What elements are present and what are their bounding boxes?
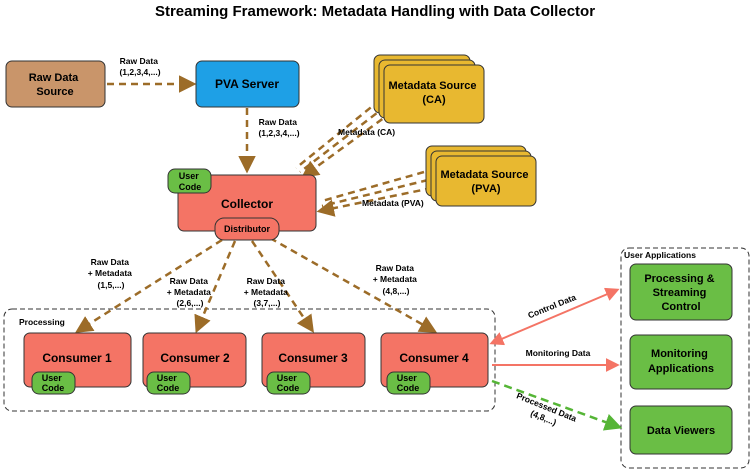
edge-label-monitoring: Monitoring Data <box>526 348 591 358</box>
raw-data-source-node: Raw Data Source <box>5 60 106 108</box>
consumer-3-user-code-badge: User Code <box>266 371 311 395</box>
svg-text:User Code: User Code <box>179 171 202 192</box>
app-data-viewers: Data Viewers <box>629 405 733 455</box>
edge-label-control: Control Data <box>526 292 577 320</box>
edge-label-meta-pva: Metadata (PVA) <box>362 198 424 208</box>
metadata-source-ca-node: Metadata Source (CA) <box>373 54 485 124</box>
edge-meta-ca-to-collector <box>295 99 393 179</box>
svg-text:Consumer 2: Consumer 2 <box>160 351 230 365</box>
edge-label-consumer-3: Raw Data + Metadata (3,7,...) <box>244 276 291 308</box>
processing-group-label: Processing <box>19 317 65 327</box>
svg-text:User Code: User Code <box>157 373 180 393</box>
svg-text:Data Viewers: Data Viewers <box>647 425 715 437</box>
processing-group <box>3 308 496 412</box>
distributor-badge: Distributor <box>214 217 280 241</box>
edge-label-consumer-4: Raw Data + Metadata (4,8,...) <box>373 263 420 296</box>
svg-text:Collector: Collector <box>221 197 273 211</box>
edge-to-consumer-2 <box>194 240 237 334</box>
collector-node: Collector <box>177 174 317 232</box>
app-processing-streaming-control: Processing & Streaming Control <box>629 263 733 321</box>
svg-text:Metadata Source (PVA): Metadata Source (PVA) <box>440 169 531 195</box>
svg-text:User Code: User Code <box>42 373 65 393</box>
edge-control-data <box>489 287 620 346</box>
metadata-source-pva-node: Metadata Source (PVA) <box>425 145 537 207</box>
consumer-1-user-code-badge: User Code <box>31 371 76 395</box>
svg-text:Consumer 3: Consumer 3 <box>278 351 348 365</box>
diagram-title: Streaming Framework: Metadata Handling w… <box>155 3 595 20</box>
edge-to-consumer-4 <box>269 236 438 333</box>
edge-meta-pva-to-collector <box>316 170 433 217</box>
edge-label-consumer-2: Raw Data + Metadata (2,6,...) <box>167 276 214 308</box>
svg-text:Processing & Streaming: Processing & Streaming Control <box>644 273 717 313</box>
edge-label-pva-to-collector: Raw Data (1,2,3,4,...) <box>258 117 299 138</box>
pva-server-node: PVA Server <box>195 60 300 108</box>
svg-text:Distributor: Distributor <box>224 224 270 234</box>
edge-label-meta-ca: Metadata (CA) <box>338 127 395 137</box>
consumer-2-user-code-badge: User Code <box>146 371 191 395</box>
consumer-4-user-code-badge: User Code <box>386 371 431 395</box>
edge-to-consumer-3 <box>250 240 314 333</box>
collector-user-code-badge: User Code <box>167 168 212 194</box>
svg-text:Metadata Source (CA): Metadata Source (CA) <box>388 80 479 106</box>
edge-label-raw-to-pva: Raw Data (1,2,3,4,...) <box>119 56 160 77</box>
svg-text:PVA Server: PVA Server <box>215 77 279 91</box>
edge-label-processed: Processed Data (4,8,...) <box>511 390 580 434</box>
user-applications-group <box>620 247 750 469</box>
svg-text:Monitoring Applications: Monitoring Applications <box>648 348 714 375</box>
svg-text:Raw Data Source: Raw Data Source <box>29 72 82 98</box>
user-applications-group-label: User Applications <box>624 250 696 260</box>
edge-label-consumer-1: Raw Data + Metadata (1,5,...) <box>88 257 135 290</box>
svg-text:User Code: User Code <box>277 373 300 393</box>
svg-text:Consumer 4: Consumer 4 <box>399 351 469 365</box>
app-monitoring-applications: Monitoring Applications <box>629 334 733 390</box>
edge-to-consumer-1 <box>75 238 223 333</box>
svg-text:User Code: User Code <box>397 373 420 393</box>
svg-text:Consumer 1: Consumer 1 <box>42 351 112 365</box>
edge-processed-data <box>491 379 623 431</box>
